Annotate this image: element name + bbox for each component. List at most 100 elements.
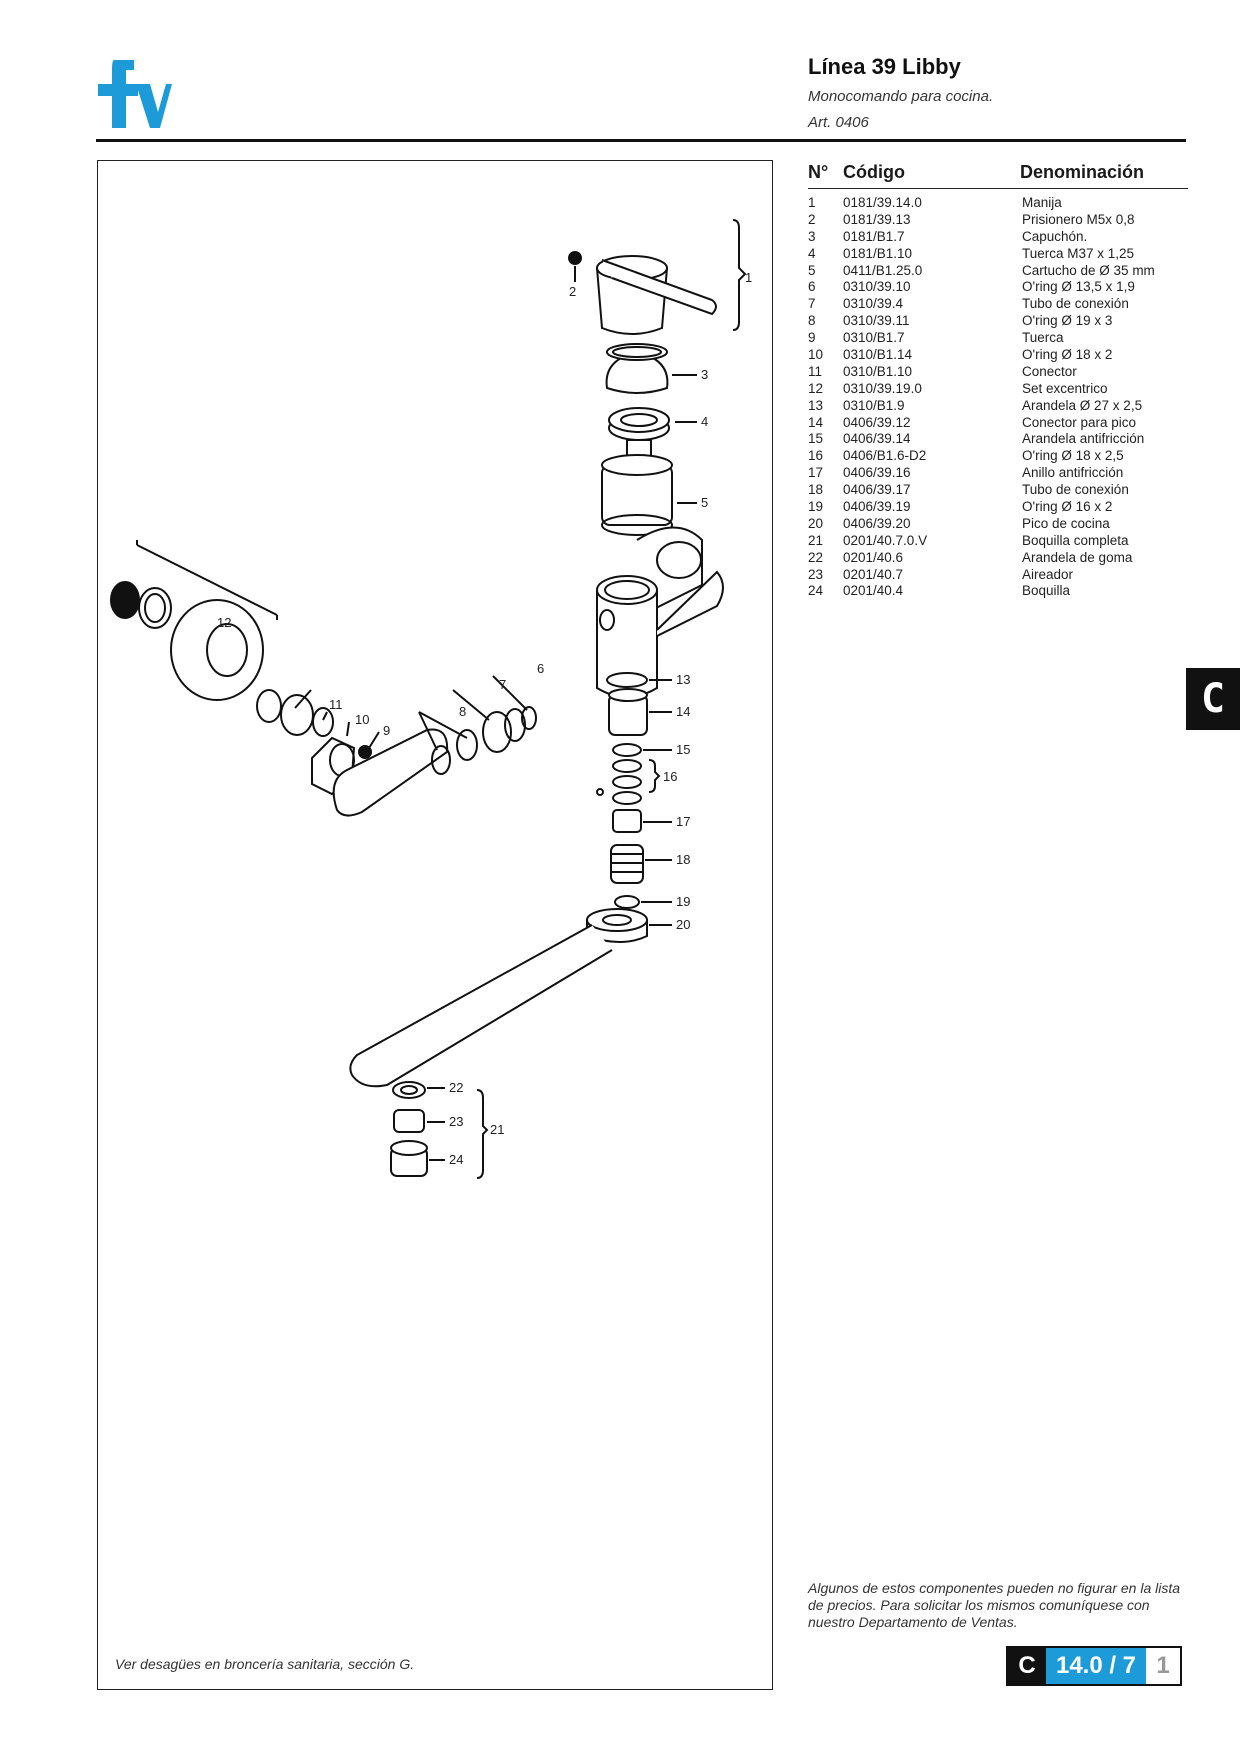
fv-logo — [98, 60, 172, 128]
table-row: 10 0310/B1.14 O'ring Ø 18 x 2 — [808, 347, 1198, 364]
callout-24: 24 — [449, 1152, 463, 1167]
part-number: 18 — [808, 482, 824, 498]
part-name: Aireador — [1022, 566, 1074, 582]
parts-table-header: N° Código Denominación — [808, 160, 1188, 189]
page-number: 1 — [1146, 1648, 1180, 1684]
table-row: 14 0406/39.12 Conector para pico — [808, 415, 1198, 432]
part-code: 0310/39.10 — [843, 279, 911, 295]
callout-17: 17 — [676, 814, 690, 829]
table-row: 4 0181/B1.10 Tuerca M37 x 1,25 — [808, 246, 1198, 263]
header-code: Código — [843, 162, 905, 182]
part-number: 1 — [808, 195, 816, 210]
table-row: 19 0406/39.19 O'ring Ø 16 x 2 — [808, 499, 1198, 516]
diagram-frame — [97, 160, 773, 1690]
part-name: Arandela Ø 27 x 2,5 — [1022, 397, 1143, 413]
callout-22: 22 — [449, 1080, 463, 1095]
callout-16: 16 — [663, 769, 677, 784]
header-number: N° — [808, 162, 829, 182]
callout-1: 1 — [745, 270, 752, 285]
part-number: 21 — [808, 532, 824, 548]
part-code: 0201/40.4 — [843, 583, 904, 599]
table-row: 20 0406/39.20 Pico de cocina — [808, 516, 1198, 533]
table-row: 18 0406/39.17 Tubo de conexión — [808, 482, 1198, 499]
callout-9: 9 — [383, 723, 390, 738]
part-number: 11 — [808, 363, 823, 379]
table-row: 22 0201/40.6 Arandela de goma — [808, 550, 1198, 567]
callout-labels: 1 2 3 4 5 6 7 8 9 10 11 12 13 14 15 16 1… — [217, 270, 752, 1167]
part-code: 0406/39.19 — [843, 499, 911, 515]
part-number: 22 — [808, 549, 824, 565]
part-name: Conector para pico — [1022, 414, 1137, 430]
header-name: Denominación — [1020, 162, 1145, 182]
part-number: 3 — [808, 228, 816, 244]
part-name: Arandela antifricción — [1022, 431, 1145, 447]
callout-8: 8 — [459, 704, 466, 719]
part-code: 0181/B1.10 — [843, 245, 913, 261]
part-number: 20 — [808, 515, 824, 531]
part-number: 4 — [808, 245, 816, 261]
part-name: Tubo de conexión — [1022, 482, 1129, 498]
part-code: 0310/B1.14 — [843, 347, 913, 363]
article-number: Art. 0406 — [808, 114, 869, 131]
exploded-parts-diagram: 1 2 3 4 5 6 7 8 9 10 11 12 13 14 15 16 1… — [110, 219, 752, 1179]
page-code-badge: C 14.0 / 7 1 — [1006, 1646, 1182, 1686]
part-number: 5 — [808, 262, 816, 278]
document-subtitle: Monocomando para cocina. — [808, 88, 994, 105]
part-name: Boquilla completa — [1022, 532, 1129, 548]
part-number: 10 — [808, 347, 824, 363]
callout-19: 19 — [676, 894, 690, 909]
part-name: Pico de cocina — [1022, 515, 1110, 531]
callout-4: 4 — [701, 414, 708, 429]
callout-10: 10 — [355, 712, 369, 727]
callout-6: 6 — [537, 661, 544, 676]
header-divider — [96, 139, 1186, 142]
part-code: 0406/39.20 — [843, 515, 911, 531]
part-number: 7 — [808, 296, 816, 312]
part-name: O'ring Ø 16 x 2 — [1022, 499, 1113, 515]
part-number: 19 — [808, 499, 824, 515]
part-number: 12 — [808, 380, 824, 396]
callout-18: 18 — [676, 852, 690, 867]
part-name: Manija — [1022, 195, 1062, 210]
part-handle — [595, 255, 717, 335]
part-number: 24 — [808, 583, 824, 599]
part-name: O'ring Ø 18 x 2 — [1022, 347, 1113, 363]
callout-23: 23 — [449, 1114, 463, 1129]
part-code: 0201/40.6 — [843, 549, 904, 565]
part-code: 0406/39.17 — [843, 482, 911, 498]
part-name: Tubo de conexión — [1022, 296, 1129, 312]
part-code: 0310/39.4 — [843, 296, 904, 312]
callout-14: 14 — [676, 704, 690, 719]
callout-5: 5 — [701, 495, 708, 510]
callout-12: 12 — [217, 615, 231, 630]
part-code: 0181/39.14.0 — [843, 195, 922, 210]
callout-3: 3 — [701, 367, 708, 382]
part-number: 2 — [808, 211, 816, 227]
part-name: Arandela de goma — [1022, 549, 1133, 565]
part-name: O'ring Ø 13,5 x 1,9 — [1022, 279, 1135, 295]
part-code: 0181/B1.7 — [843, 228, 905, 244]
part-name: Tuerca — [1022, 330, 1064, 346]
part-number: 9 — [808, 330, 816, 346]
part-name: O'ring Ø 18 x 2,5 — [1022, 448, 1124, 464]
part-name: Tuerca M37 x 1,25 — [1022, 245, 1135, 261]
part-number: 17 — [808, 465, 824, 481]
part-code: 0181/39.13 — [843, 211, 911, 227]
part-number: 14 — [808, 414, 824, 430]
part-number: 8 — [808, 313, 816, 329]
part-code: 0310/B1.10 — [843, 363, 913, 379]
page-section-letter: C — [1008, 1648, 1046, 1684]
part-code: 0310/39.11 — [843, 313, 910, 329]
document-title: Línea 39 Libby — [808, 54, 961, 79]
callout-20: 20 — [676, 917, 690, 932]
part-number: 23 — [808, 566, 824, 582]
part-code: 0406/39.12 — [843, 414, 911, 430]
